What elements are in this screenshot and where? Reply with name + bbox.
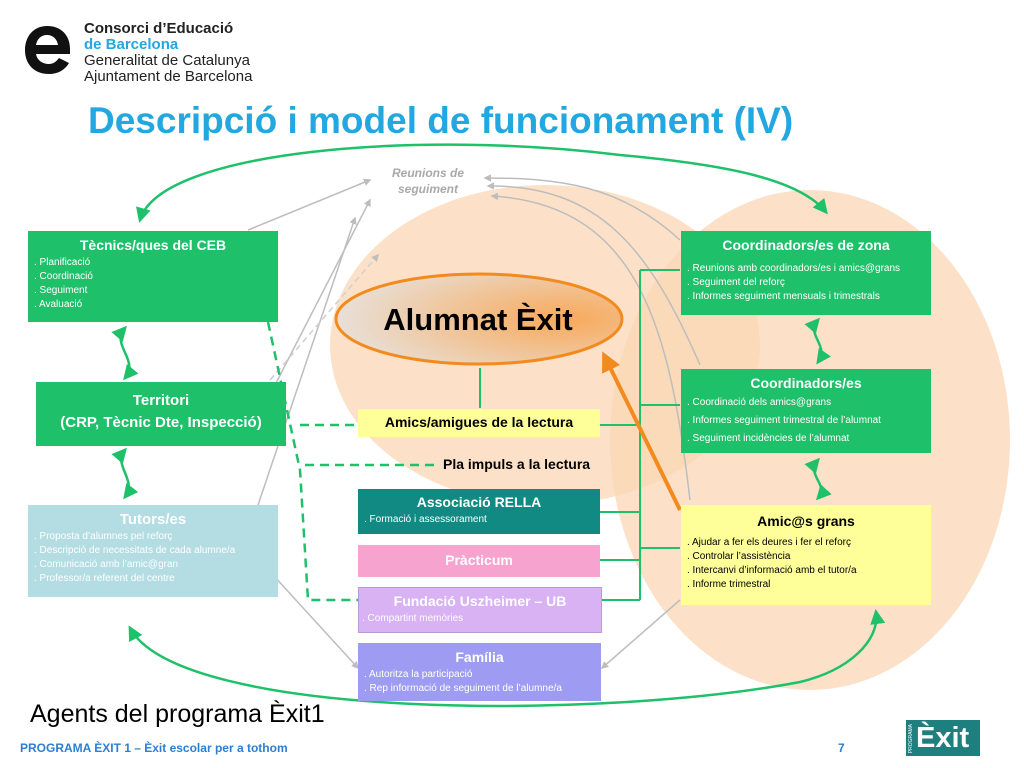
amics-grans-list: . Ajudar a fer els deures i fer el refor… [681, 536, 931, 592]
uszheimer-list: . Compartint memòries [359, 612, 601, 626]
list-item: . Informe trimestral [687, 579, 771, 590]
org-name-line4: Ajuntament de Barcelona [84, 68, 253, 85]
agents-caption: Agents del programa Èxit1 [30, 700, 325, 728]
reunions-line2: seguiment [397, 182, 458, 196]
familia-box: Família . Autoritza la participació . Re… [358, 643, 601, 701]
rella-list: . Formació i assessorament [358, 513, 600, 527]
org-name-line2: de Barcelona [84, 36, 179, 53]
list-item: . Intercanvi d’informació amb el tutor/a [687, 565, 857, 576]
tecnics-title: Tècnics/ques del CEB [79, 237, 227, 253]
uszheimer-title: Fundació Uszheimer – UB [393, 593, 567, 609]
amics-grans-box: Amic@s grans . Ajudar a fer els deures i… [681, 505, 931, 605]
coordinadors-box: Coordinadors/es . Coordinació dels amics… [681, 369, 931, 453]
list-item: . Controlar l’assistència [687, 551, 791, 562]
list-item: . Informes seguiment mensuals i trimestr… [687, 291, 880, 302]
list-item: . Seguiment del reforç [687, 277, 785, 288]
familia-title: Família [455, 649, 504, 665]
page-number: 7 [838, 741, 845, 755]
tecnics-list: . Planificació . Coordinació . Seguiment… [28, 256, 278, 312]
practicum-box: Pràcticum [358, 545, 600, 577]
list-item: . Planificació [34, 257, 91, 268]
tecnics-box: Tècnics/ques del CEB . Planificació . Co… [28, 231, 278, 322]
reunions-line1: Reunions de [391, 166, 464, 180]
exit-logo-vertical: PROGRAMA [908, 724, 914, 754]
consorci-logo-icon [25, 26, 70, 74]
amics-grans-title: Amic@s grans [757, 513, 855, 529]
list-item: . Autoritza la participació [364, 669, 473, 680]
uszheimer-box: Fundació Uszheimer – UB . Compartint mem… [358, 587, 602, 633]
list-item: . Reunions amb coordinadors/es i amics@g… [687, 263, 901, 274]
coord-zona-box: Coordinadors/es de zona . Reunions amb c… [681, 231, 931, 315]
list-item: . Informes seguiment trimestral de l’alu… [687, 415, 881, 426]
coordinadors-title: Coordinadors/es [750, 375, 862, 391]
rella-title: Associació RELLA [416, 494, 542, 510]
familia-list: . Autoritza la participació . Rep inform… [358, 668, 601, 696]
exit-logo-word: Èxit [916, 722, 970, 754]
list-item: . Descripció de necessitats de cada alum… [34, 545, 236, 556]
list-item: . Rep informació de seguiment de l’alumn… [364, 683, 562, 694]
list-item: . Coordinació dels amics@grans [687, 397, 832, 408]
footer-text: PROGRAMA ÈXIT 1 – Èxit escolar per a tot… [20, 741, 288, 755]
territori-subtitle: (CRP, Tècnic Dte, Inspecció) [60, 414, 262, 431]
practicum-title: Pràcticum [445, 552, 513, 568]
center-label: Alumnat Èxit [383, 302, 573, 337]
alumnat-ellipse [334, 272, 624, 366]
list-item: . Seguiment [34, 285, 88, 296]
page-title: Descripció i model de funcionament (IV) [88, 100, 794, 141]
list-item: . Formació i assessorament [364, 514, 487, 525]
list-item: . Ajudar a fer els deures i fer el refor… [687, 537, 851, 548]
territori-box: Territori (CRP, Tècnic Dte, Inspecció) [36, 382, 286, 446]
coordinadors-list: . Coordinació dels amics@grans . Informe… [681, 394, 931, 448]
list-item: . Proposta d’alumnes pel reforç [34, 531, 173, 542]
territori-title: Territori [132, 392, 190, 409]
pla-impuls-label: Pla impuls a la lectura [443, 456, 591, 472]
coord-zona-list: . Reunions amb coordinadors/es i amics@g… [681, 262, 931, 304]
list-item: . Compartint memòries [362, 613, 464, 624]
tutors-title: Tutors/es [119, 511, 187, 528]
tutors-box: Tutors/es . Proposta d’alumnes pel refor… [28, 505, 278, 597]
rella-box: Associació RELLA . Formació i assessoram… [358, 489, 600, 534]
list-item: . Avaluació [34, 299, 83, 310]
list-item: . Professor/a referent del centre [34, 573, 175, 584]
list-item: . Comunicació amb l’amic@gran [34, 559, 179, 570]
coord-zona-title: Coordinadors/es de zona [722, 237, 890, 253]
list-item: . Coordinació [34, 271, 93, 282]
tutors-list: . Proposta d’alumnes pel reforç . Descri… [28, 530, 278, 586]
org-name-line3: Generalitat de Catalunya [84, 52, 250, 69]
list-item: . Seguiment incidències de l’alumnat [687, 433, 850, 444]
exit-logo-icon: PROGRAMA Èxit [906, 720, 980, 756]
amics-lectura-label: Amics/amigues de la lectura [358, 409, 600, 437]
reunions-label: Reunions de seguiment [378, 165, 478, 197]
org-name-line1: Consorci d’Educació [84, 20, 234, 37]
